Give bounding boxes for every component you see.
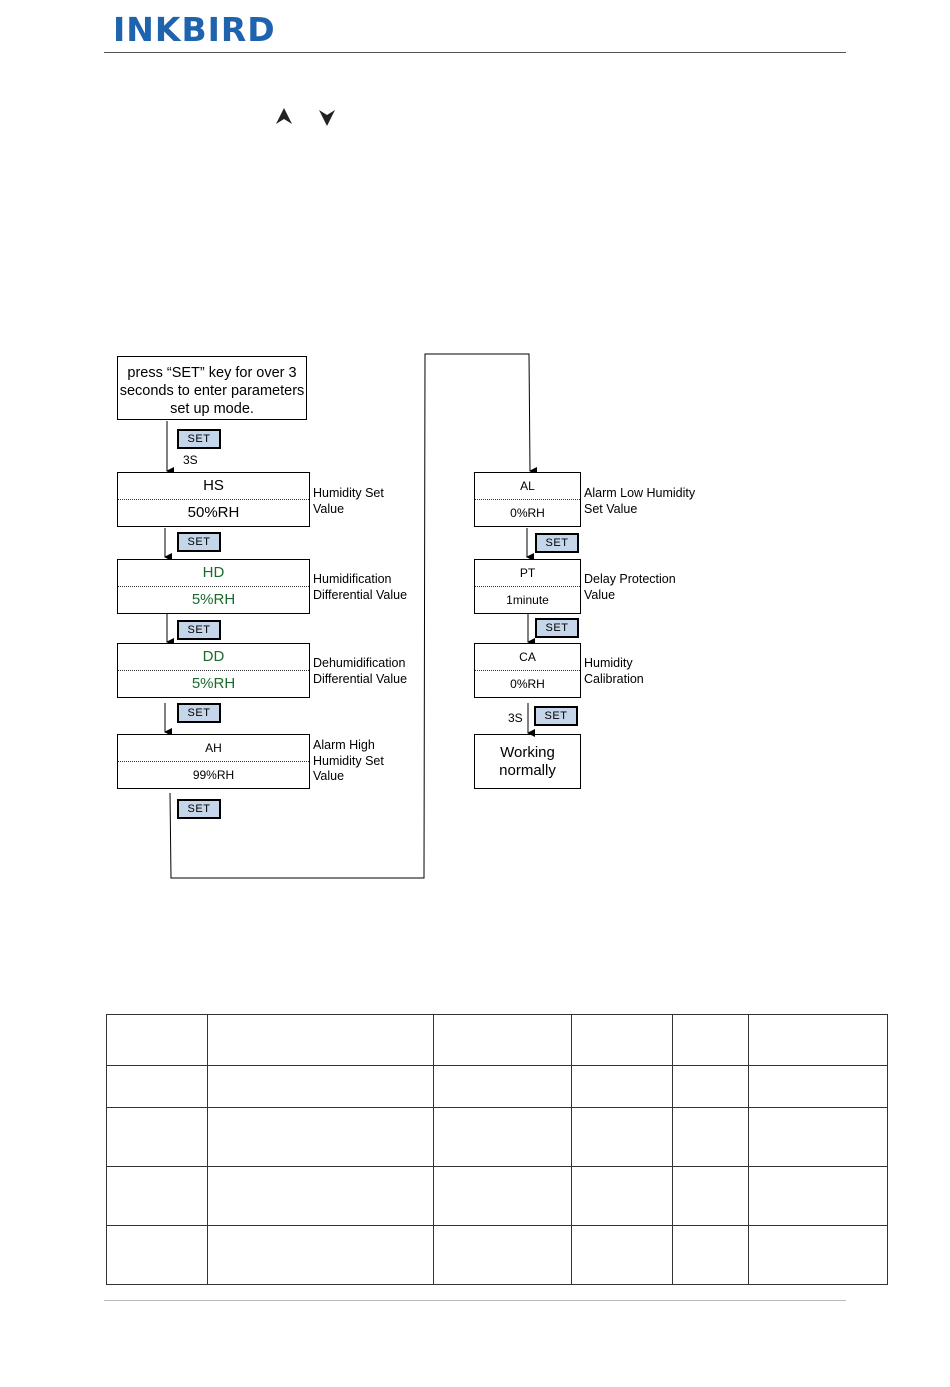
param-box-hs: HS 50%RH [117,472,310,527]
param-description: Humidity Calibration [584,656,644,686]
table-cell [571,1107,673,1167]
set-button: SET [177,429,221,449]
param-description: Alarm High Humidity Set Value [313,738,384,783]
param-code: CA [475,644,580,671]
param-value: 5%RH [191,591,236,609]
table-cell [571,1166,673,1226]
param-value: 1minute [506,592,549,607]
table-cell [207,1225,434,1285]
table-cell [106,1225,208,1285]
param-box-hd: HD 5%RH [117,559,310,614]
param-value: 5%RH [191,675,236,693]
set-button: SET [534,706,578,726]
set-button: SET [177,703,221,723]
table-row [106,1225,888,1285]
table-cell [207,1166,434,1226]
param-value: 0%RH [510,505,545,520]
table-cell [672,1166,749,1226]
param-value: 99%RH [192,767,235,782]
param-code: HD [118,560,309,587]
table-cell [433,1107,572,1167]
footer-divider [104,1300,846,1301]
table-cell [571,1225,673,1285]
param-code: AL [475,473,580,500]
table-cell [672,1225,749,1285]
down-arrow-icon [319,110,335,126]
table-cell [571,1065,673,1108]
param-description: Humidity Set Value [313,486,384,516]
param-box-pt: PT 1minute [474,559,581,614]
up-arrow-icon [276,108,292,124]
param-box-ca: CA 0%RH [474,643,581,698]
param-box-ah: AH 99%RH [117,734,310,789]
table-cell [433,1166,572,1226]
table-row [106,1166,888,1226]
table-cell [748,1225,888,1285]
set-button: SET [177,532,221,552]
table-cell [672,1014,749,1066]
table-cell [433,1225,572,1285]
param-box-al: AL 0%RH [474,472,581,527]
table-cell [433,1065,572,1108]
table-row [106,1065,888,1108]
param-value: 50%RH [187,504,240,522]
table-cell [672,1107,749,1167]
table-cell [672,1065,749,1108]
table-cell [433,1014,572,1066]
param-code: HS [118,473,309,500]
table-cell [748,1065,888,1108]
final-state-label: Working normally [499,743,556,779]
set-button: SET [535,533,579,553]
table-cell [207,1107,434,1167]
hold-3s-label: 3S [508,711,523,725]
hold-3s-label: 3S [183,453,198,467]
table-cell [106,1107,208,1167]
param-code: DD [118,644,309,671]
table-cell [106,1014,208,1066]
table-cell [207,1014,434,1066]
parameter-table [106,1014,888,1285]
table-cell [106,1065,208,1108]
table-row [106,1014,888,1066]
set-button: SET [535,618,579,638]
table-cell [207,1065,434,1108]
flowchart-connectors [164,353,538,879]
table-cell [106,1166,208,1226]
param-description: Humidification Differential Value [313,572,408,602]
table-cell [748,1014,888,1066]
set-button: SET [177,799,221,819]
table-row [106,1107,888,1167]
brand-logo: INKBIRD [113,10,276,49]
param-box-dd: DD 5%RH [117,643,310,698]
table-cell [748,1107,888,1167]
table-cell [571,1014,673,1066]
set-button: SET [177,620,221,640]
param-description: Delay Protection Value [584,572,676,602]
param-value: 0%RH [510,676,545,691]
param-code: PT [475,560,580,587]
header-divider [104,52,846,53]
table-cell [748,1166,888,1226]
intro-box: press “SET” key for over 3 seconds to en… [117,356,307,420]
param-code: AH [118,735,309,762]
param-description: Alarm Low Humidity Set Value [584,486,696,516]
final-state-box: Working normally [474,734,581,789]
param-description: Dehumidification Differential Value [313,656,408,686]
